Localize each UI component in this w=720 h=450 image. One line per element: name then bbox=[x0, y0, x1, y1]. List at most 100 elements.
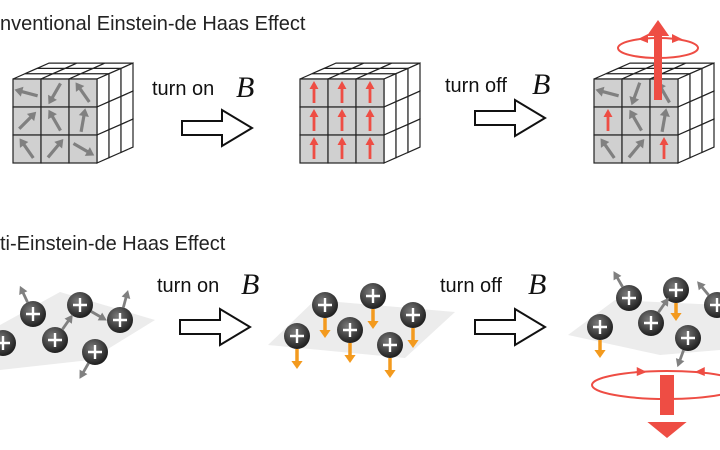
arrow-head bbox=[659, 137, 669, 145]
arrow-head bbox=[670, 313, 682, 321]
spin-arrow bbox=[407, 328, 419, 348]
ion-particle bbox=[42, 314, 73, 353]
arrow-head bbox=[629, 109, 638, 120]
ion-particle bbox=[312, 292, 338, 338]
plus-sign-icon bbox=[383, 338, 397, 352]
spin-arrow bbox=[627, 139, 645, 159]
plus-sign-icon bbox=[290, 329, 304, 343]
field-b-symbol: B bbox=[532, 68, 550, 101]
spin-arrow bbox=[337, 137, 347, 159]
plus-sign-icon bbox=[406, 308, 420, 322]
turn-on-text: turn on bbox=[157, 275, 219, 297]
spin-arrow bbox=[595, 86, 620, 98]
plus-sign-icon bbox=[622, 291, 636, 305]
arrow-head bbox=[407, 340, 419, 348]
rotation-ellipse bbox=[591, 370, 720, 400]
spin-arrow bbox=[613, 271, 624, 288]
cube-side-cell bbox=[383, 128, 397, 164]
spin-arrow bbox=[78, 108, 89, 133]
spin-arrow bbox=[365, 109, 375, 131]
spin-arrow bbox=[670, 303, 682, 321]
arrow-shaft bbox=[678, 349, 685, 362]
plus-sign-icon bbox=[343, 323, 357, 337]
title-conventional-edh: nventional Einstein-de Haas Effect bbox=[0, 13, 306, 35]
spin-arrow bbox=[337, 109, 347, 131]
arrow-head bbox=[629, 95, 640, 106]
spin-arrow bbox=[629, 109, 643, 132]
arrow-shaft bbox=[61, 319, 70, 331]
arrow-shaft bbox=[72, 142, 89, 154]
transition-arrow-turn-off bbox=[474, 307, 547, 347]
spin-arrow bbox=[90, 310, 107, 321]
arrow-shaft bbox=[660, 114, 667, 133]
arrow-head bbox=[344, 355, 356, 363]
spin-arrow bbox=[344, 343, 356, 363]
plus-sign-icon bbox=[681, 331, 695, 345]
turn-off-text: turn off bbox=[445, 75, 507, 97]
ion-particle bbox=[284, 323, 310, 369]
moment-arrow-shaft bbox=[654, 36, 662, 100]
ion-particle bbox=[638, 297, 669, 336]
arrow-shaft bbox=[81, 362, 90, 374]
spin-arrow bbox=[337, 81, 347, 103]
aligned-spins-cube bbox=[299, 62, 421, 164]
arrow-shaft bbox=[50, 82, 62, 99]
arrow-shaft bbox=[79, 114, 86, 133]
cube-side-cell bbox=[701, 118, 715, 154]
arrow-head bbox=[14, 86, 24, 97]
spin-arrow bbox=[46, 139, 64, 159]
cube-side-cell bbox=[407, 118, 421, 154]
spin-arrow bbox=[659, 137, 669, 159]
arrow-head bbox=[319, 330, 331, 338]
relaxed-rotating-cube bbox=[593, 62, 715, 164]
spin-arrow bbox=[629, 82, 642, 106]
spin-arrow bbox=[79, 362, 90, 379]
rotation-arrowhead bbox=[638, 34, 648, 43]
label-turn-on-top: turn on B bbox=[152, 71, 254, 104]
ion-particle bbox=[107, 290, 133, 333]
arrow-head bbox=[78, 108, 89, 117]
arrow-shaft bbox=[615, 276, 624, 288]
spin-arrow bbox=[121, 290, 131, 308]
arrow-head bbox=[64, 314, 73, 324]
arrow-head bbox=[697, 281, 706, 291]
turn-off-text: turn off bbox=[440, 275, 502, 297]
moment-arrow-head bbox=[647, 422, 687, 438]
spin-arrow bbox=[309, 109, 319, 131]
plus-sign-icon bbox=[0, 336, 10, 350]
plus-sign-icon bbox=[26, 307, 40, 321]
arrow-head bbox=[384, 370, 396, 378]
transition-arrow-turn-off bbox=[474, 98, 547, 138]
arrow-head bbox=[79, 369, 88, 379]
spin-arrow bbox=[594, 340, 606, 358]
arrow-head bbox=[337, 81, 347, 89]
ion-particle bbox=[697, 281, 720, 318]
cube-side-cell bbox=[689, 123, 703, 159]
arrow-shaft bbox=[20, 89, 39, 98]
plus-sign-icon bbox=[318, 298, 332, 312]
rotation-arrowhead bbox=[694, 367, 705, 376]
arrow-head bbox=[659, 108, 670, 117]
plus-sign-icon bbox=[48, 333, 62, 347]
spin-arrow bbox=[603, 109, 613, 131]
ion-particle bbox=[587, 314, 613, 358]
cube-side-cell bbox=[395, 123, 409, 159]
arrow-head bbox=[600, 138, 610, 148]
spin-arrow bbox=[657, 297, 669, 314]
arrow-head bbox=[635, 139, 645, 149]
arrow-head bbox=[84, 147, 95, 156]
ion-particle bbox=[337, 317, 363, 363]
arrow-head bbox=[19, 285, 28, 296]
arrow-head bbox=[54, 139, 64, 149]
spin-arrow bbox=[319, 318, 331, 338]
arrow-head bbox=[595, 86, 605, 97]
arrow-shaft bbox=[18, 115, 33, 130]
moment-arrow-head bbox=[646, 20, 670, 36]
arrow-shaft bbox=[657, 302, 666, 314]
arrow-head bbox=[594, 350, 606, 358]
arrow-shaft bbox=[122, 296, 128, 308]
ion-particle bbox=[377, 332, 403, 378]
arrow-shaft bbox=[22, 143, 35, 159]
arrow-head bbox=[675, 358, 685, 368]
